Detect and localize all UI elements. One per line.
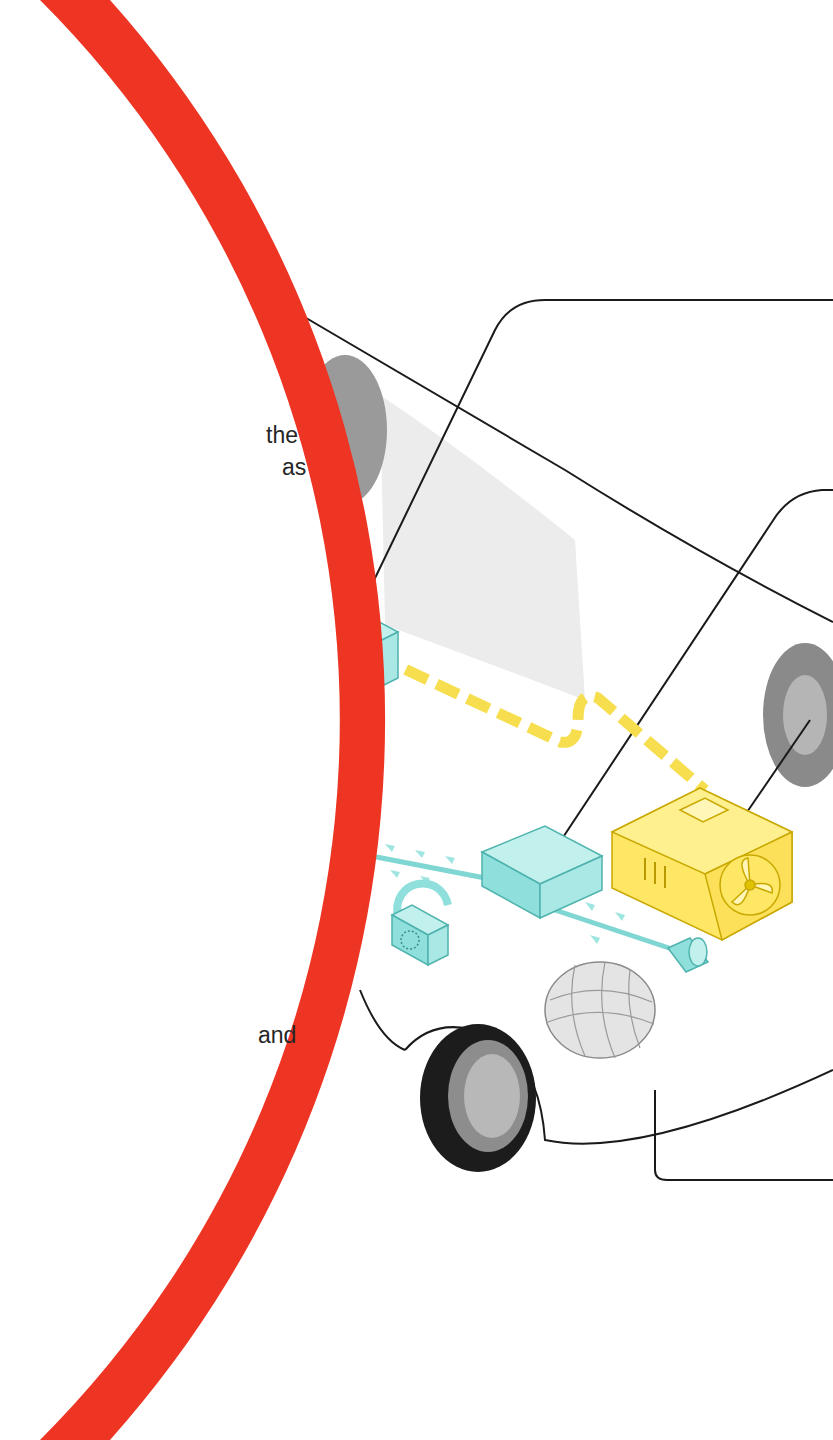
front-wheel — [420, 1024, 536, 1172]
far-wheel — [763, 643, 833, 787]
charging-port — [392, 883, 448, 965]
body-line — [360, 990, 405, 1050]
cabin-shade — [380, 395, 585, 700]
red-arc — [40, 0, 385, 1440]
front-wheel-hub — [464, 1054, 520, 1138]
leader-line — [745, 720, 810, 815]
gearbox — [545, 962, 655, 1058]
motor — [668, 938, 708, 972]
text-fragment: the — [266, 421, 298, 449]
fuel-line — [375, 655, 705, 790]
text-fragment: and — [258, 1021, 296, 1049]
front-wheel-rim — [448, 1040, 528, 1152]
text-fragment: as — [282, 453, 306, 481]
text-panel — [0, 0, 340, 1440]
far-wheel-hub — [783, 675, 827, 755]
leader-line — [362, 300, 833, 605]
engine — [612, 788, 792, 940]
callout-bracket — [655, 1090, 833, 1180]
teal-box — [482, 826, 602, 918]
